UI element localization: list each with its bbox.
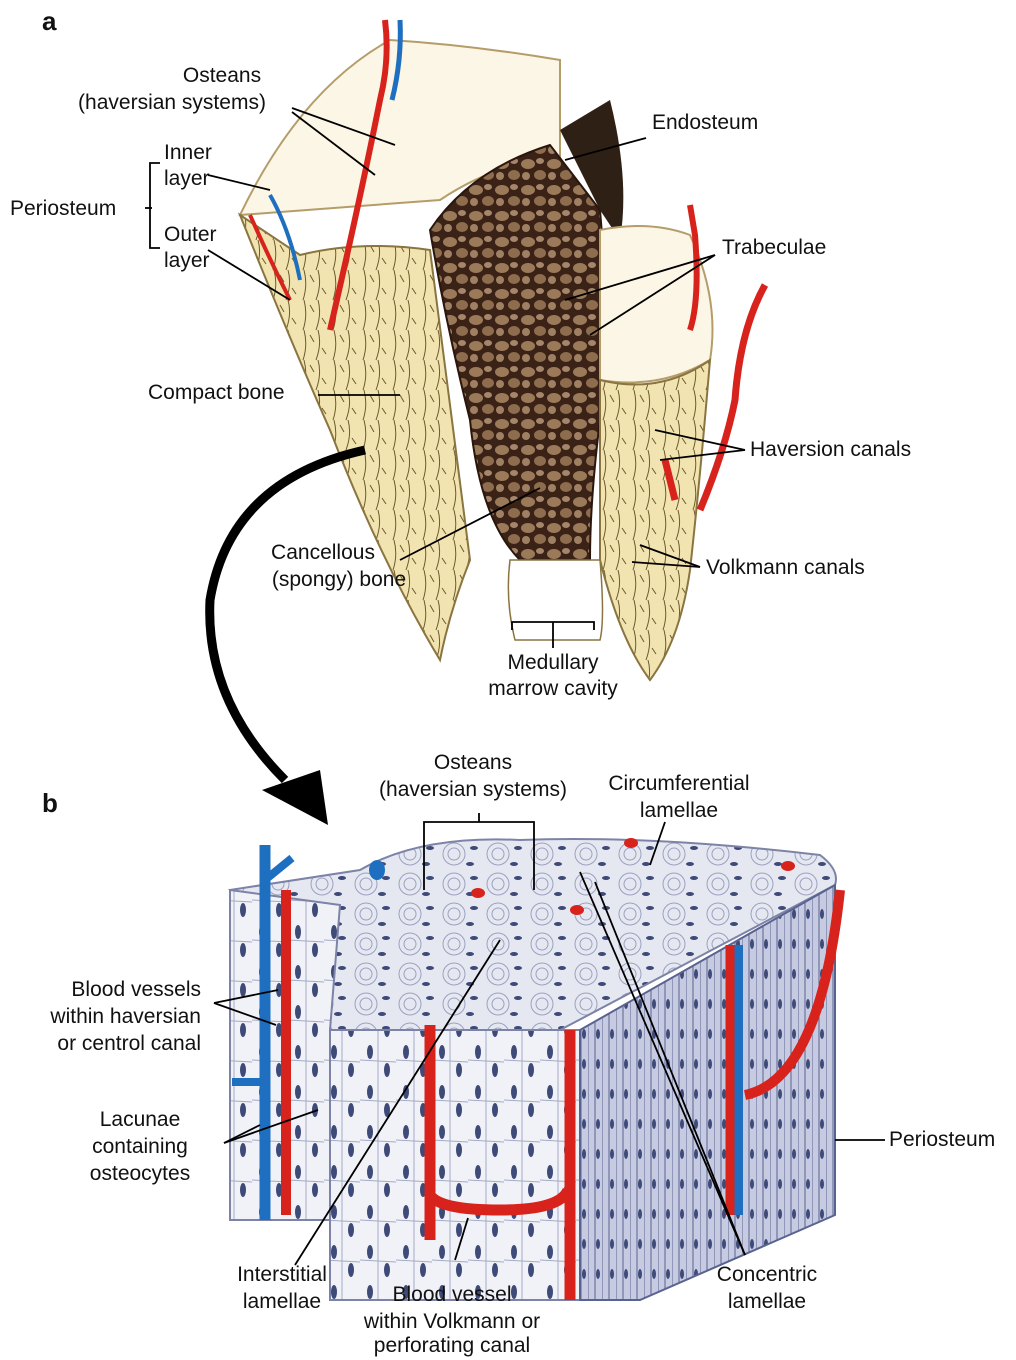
label-circumferential-line2: lamellae <box>640 798 718 824</box>
panel-b-letter: b <box>42 788 58 819</box>
label-medullary-line1: Medullary <box>507 650 598 676</box>
label-concentric-line2: lamellae <box>728 1289 806 1315</box>
label-circumferential-line1: Circumferential <box>608 771 749 797</box>
label-outer-layer-line2: layer <box>164 248 210 274</box>
label-inner-layer-line1: Inner <box>164 140 212 166</box>
bone-block-illustration-b <box>230 838 840 1300</box>
label-blood-vessels-line2: within haversian <box>50 1004 201 1030</box>
detail-arrowhead <box>262 770 328 825</box>
label-blood-vessel-volkmann-line1: Blood vessel <box>392 1282 511 1308</box>
label-interstitial-line2: lamellae <box>243 1289 321 1315</box>
label-blood-vessel-volkmann-line2: within Volkmann or <box>364 1309 540 1335</box>
label-lacunae-line1: Lacunae <box>100 1107 181 1133</box>
label-osteans-a-line2: (haversian systems) <box>78 90 266 116</box>
label-lacunae-line3: osteocytes <box>90 1161 190 1187</box>
label-cancellous-line2: (spongy) bone <box>272 567 406 593</box>
label-osteans-b-line1: Osteans <box>434 750 512 776</box>
label-concentric-line1: Concentric <box>717 1262 817 1288</box>
label-osteans-a-line1: Osteans <box>183 63 261 89</box>
label-blood-vessels-line3: or centrol canal <box>57 1031 201 1057</box>
label-lacunae-line2: containing <box>92 1134 188 1160</box>
label-osteans-b-line2: (haversian systems) <box>379 777 567 803</box>
label-volkmann-canals: Volkmann canals <box>706 555 865 581</box>
label-periosteum-a: Periosteum <box>10 196 116 222</box>
label-cancellous-line1: Cancellous <box>271 540 375 566</box>
label-haversion-canals: Haversion canals <box>750 437 911 463</box>
label-blood-vessels-line1: Blood vessels <box>71 977 201 1003</box>
label-compact-bone: Compact bone <box>148 380 285 406</box>
label-periosteum-b: Periosteum <box>889 1127 995 1153</box>
detail-arrow <box>210 450 365 780</box>
label-interstitial-line1: Interstitial <box>237 1262 327 1288</box>
label-blood-vessel-volkmann-line3: perforating canal <box>374 1333 530 1359</box>
label-trabeculae: Trabeculae <box>722 235 826 261</box>
label-medullary-line2: marrow cavity <box>488 676 618 702</box>
label-inner-layer-line2: layer <box>164 166 210 192</box>
label-endosteum: Endosteum <box>652 110 758 136</box>
label-outer-layer-line1: Outer <box>164 222 217 248</box>
